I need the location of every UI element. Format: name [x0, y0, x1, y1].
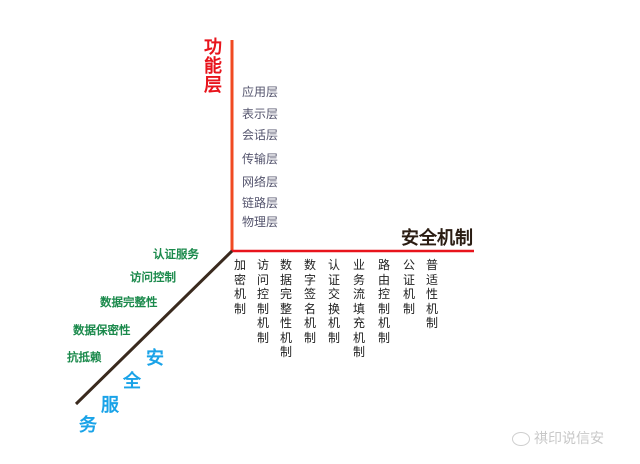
- layer-session: 会话层: [242, 128, 279, 142]
- mechanism-data-integrity: 数据完整性机制: [279, 258, 292, 359]
- mechanism-pervasive: 普适性机制: [425, 258, 438, 330]
- service-authentication: 认证服务: [153, 247, 199, 261]
- mechanism-encryption: 加密机制: [233, 258, 246, 316]
- service-title-char: 务: [79, 415, 97, 436]
- layer-presentation: 表示层: [242, 107, 279, 121]
- security-mechanism-title: 安全机制: [401, 228, 473, 249]
- layer-application: 应用层: [242, 85, 279, 99]
- watermark-text: 祺印说信安: [534, 431, 604, 447]
- mechanism-notarization: 公证机制: [402, 258, 415, 316]
- layer-datalink: 链路层: [242, 196, 279, 210]
- mechanism-auth-exchange: 认证交换机制: [327, 258, 340, 345]
- service-axis: [74, 249, 234, 406]
- service-title-char: 全: [123, 371, 141, 392]
- mechanism-routing-control: 路由控制机制: [377, 258, 390, 345]
- wechat-icon: [512, 432, 530, 446]
- layer-network: 网络层: [242, 175, 279, 189]
- service-data-confidentiality: 数据保密性: [73, 323, 131, 337]
- mechanism-access-control: 访问控制机制: [256, 258, 269, 345]
- watermark: 祺印说信安: [512, 428, 604, 448]
- mechanism-digital-signature: 数字签名机制: [303, 258, 316, 345]
- service-access-control: 访问控制: [130, 270, 176, 284]
- function-layer-title: 功能层: [204, 37, 222, 96]
- service-title-char: 服: [101, 395, 119, 416]
- service-data-integrity: 数据完整性: [100, 295, 158, 309]
- layer-transport: 传输层: [242, 152, 279, 166]
- service-title-char: 安: [146, 348, 164, 369]
- layer-physical: 物理层: [242, 215, 279, 229]
- mechanism-traffic-padding: 业务流填充机制: [352, 258, 365, 359]
- service-non-repudiation: 抗抵赖: [67, 350, 102, 364]
